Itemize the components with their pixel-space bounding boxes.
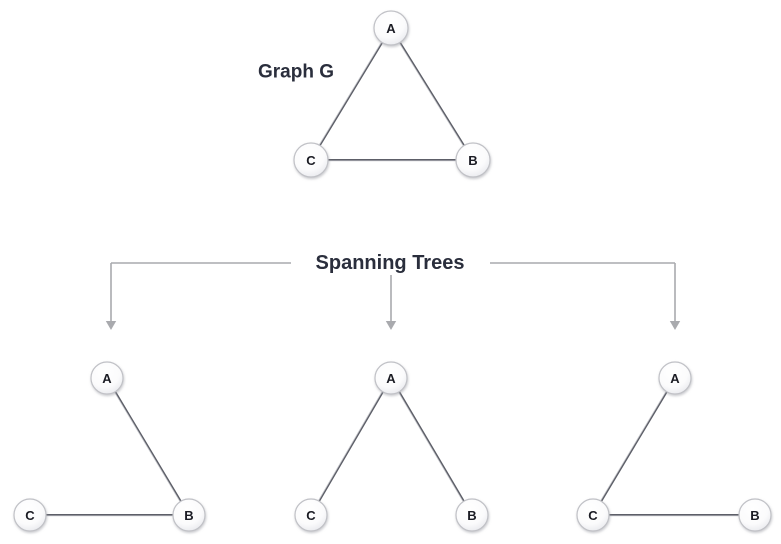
edges-layer bbox=[44, 40, 741, 517]
node-label: B bbox=[750, 508, 759, 523]
node-shape bbox=[738, 498, 772, 532]
spanning-tree-1-edge-ab bbox=[113, 389, 183, 504]
edge-highlight bbox=[318, 40, 383, 147]
spanning-trees-title: Spanning Trees bbox=[316, 252, 465, 274]
node-shape bbox=[373, 10, 409, 46]
node-label: C bbox=[306, 153, 316, 168]
arrow-head-left bbox=[105, 321, 117, 330]
spanning-tree-3-node-c[interactable]: C bbox=[576, 498, 610, 532]
connectors-layer bbox=[105, 262, 681, 330]
edge-stroke bbox=[317, 390, 385, 503]
spanning-tree-1-edge-cb bbox=[44, 514, 175, 517]
node-shape bbox=[13, 498, 47, 532]
edge-highlight bbox=[397, 390, 465, 503]
node-shape bbox=[576, 498, 610, 532]
spanning-tree-3-edge-ac bbox=[599, 389, 669, 504]
edge-stroke bbox=[318, 40, 384, 148]
spanning-tree-3-edge-cb bbox=[607, 514, 741, 517]
edge-stroke bbox=[113, 389, 183, 504]
node-label: B bbox=[468, 153, 477, 168]
arrow-head-center bbox=[385, 321, 397, 330]
edge-highlight bbox=[599, 390, 667, 503]
node-label: A bbox=[386, 21, 396, 36]
spanning-tree-1-node-b[interactable]: B bbox=[172, 498, 206, 532]
arrow-head-right bbox=[669, 321, 681, 330]
edge-highlight bbox=[398, 41, 465, 148]
node-shape bbox=[293, 142, 329, 178]
edge-stroke bbox=[397, 389, 466, 504]
spanning-tree-2-node-a[interactable]: A bbox=[374, 361, 408, 395]
graph-g-title: Graph G bbox=[258, 62, 334, 83]
node-label: A bbox=[670, 371, 680, 386]
graph-g-node-a[interactable]: A bbox=[373, 10, 409, 46]
node-shape bbox=[455, 498, 489, 532]
node-label: C bbox=[588, 508, 598, 523]
graph-g-node-c[interactable]: C bbox=[293, 142, 329, 178]
node-shape bbox=[658, 361, 692, 395]
node-shape bbox=[455, 142, 491, 178]
graph-g-edge-ab bbox=[398, 40, 466, 148]
node-shape bbox=[90, 361, 124, 395]
spanning-tree-2-node-b[interactable]: B bbox=[455, 498, 489, 532]
node-shape bbox=[172, 498, 206, 532]
edge-highlight bbox=[317, 390, 384, 503]
node-shape bbox=[374, 361, 408, 395]
node-label: C bbox=[25, 508, 35, 523]
graph-g-node-b[interactable]: B bbox=[455, 142, 491, 178]
node-label: B bbox=[184, 508, 193, 523]
edge-highlight bbox=[113, 390, 181, 503]
spanning-tree-3-node-b[interactable]: B bbox=[738, 498, 772, 532]
spanning-tree-3-node-a[interactable]: A bbox=[658, 361, 692, 395]
spanning-tree-2-edge-ac bbox=[317, 390, 385, 503]
nodes-layer: A B C A C B A C B A C B bbox=[13, 10, 772, 532]
node-label: C bbox=[306, 508, 316, 523]
spanning-tree-2-node-c[interactable]: C bbox=[294, 498, 328, 532]
spanning-tree-1-node-c[interactable]: C bbox=[13, 498, 47, 532]
graph-g-edge-cb bbox=[326, 159, 458, 162]
spanning-tree-1-node-a[interactable]: A bbox=[90, 361, 124, 395]
node-label: A bbox=[386, 371, 396, 386]
node-label: B bbox=[467, 508, 476, 523]
node-shape bbox=[294, 498, 328, 532]
node-label: A bbox=[102, 371, 112, 386]
edge-stroke bbox=[398, 40, 466, 148]
spanning-tree-2-edge-ab bbox=[397, 389, 466, 504]
graph-g-edge-ac bbox=[318, 40, 384, 148]
edge-stroke bbox=[599, 389, 669, 504]
